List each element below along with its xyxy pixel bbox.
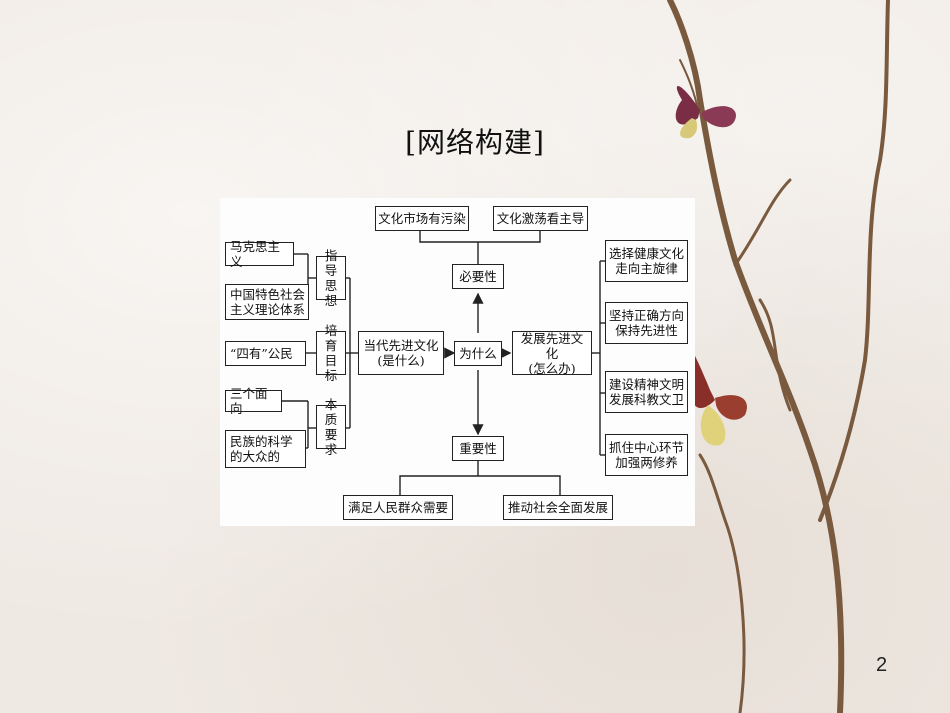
why-node: 为什么 <box>454 341 502 366</box>
guiding-thought-node: 指导 思想 <box>316 248 346 308</box>
marxism-box: 马克思主义 <box>225 239 294 269</box>
essential-requirement-node: 本质 要求 <box>316 397 346 457</box>
top-left-box: 文化市场有污染 <box>375 206 469 231</box>
four-have-citizens-box: “四有”公民 <box>225 341 306 366</box>
right-item-2-box: 坚持正确方向 保持先进性 <box>605 302 688 344</box>
top-right-box: 文化激荡看主导 <box>493 206 588 231</box>
butterfly-top-icon <box>675 86 736 139</box>
concept-map-panel: 文化市场有污染 文化激荡看主导 必要性 当代先进文化 (是什么) 为什么 发展先… <box>220 198 695 526</box>
bottom-right-box: 推动社会全面发展 <box>503 495 613 520</box>
national-scientific-popular-box: 民族的科学 的大众的 <box>225 430 306 468</box>
butterfly-middle-icon <box>687 345 747 446</box>
decorative-branch-image <box>667 0 890 713</box>
cultivation-goal-node: 培育 目标 <box>316 323 346 383</box>
three-orientations-box: 三个面向 <box>225 386 282 416</box>
bottom-left-box: 满足人民群众需要 <box>343 495 453 520</box>
develop-culture-node: 发展先进文化 (怎么办) <box>512 331 592 376</box>
right-item-3-box: 建设精神文明 发展科教文卫 <box>605 371 688 413</box>
page-number: 2 <box>876 654 888 676</box>
current-culture-node: 当代先进文化 (是什么) <box>358 331 444 375</box>
importance-node: 重要性 <box>452 436 504 461</box>
necessity-node: 必要性 <box>452 264 504 289</box>
right-item-1-box: 选择健康文化 走向主旋律 <box>605 240 688 282</box>
connector-lines <box>282 230 605 495</box>
socialism-theory-box: 中国特色社会 主义理论体系 <box>225 284 309 320</box>
right-item-4-box: 抓住中心环节 加强两修养 <box>605 434 688 476</box>
slide-title: [网络构建] <box>405 126 545 159</box>
